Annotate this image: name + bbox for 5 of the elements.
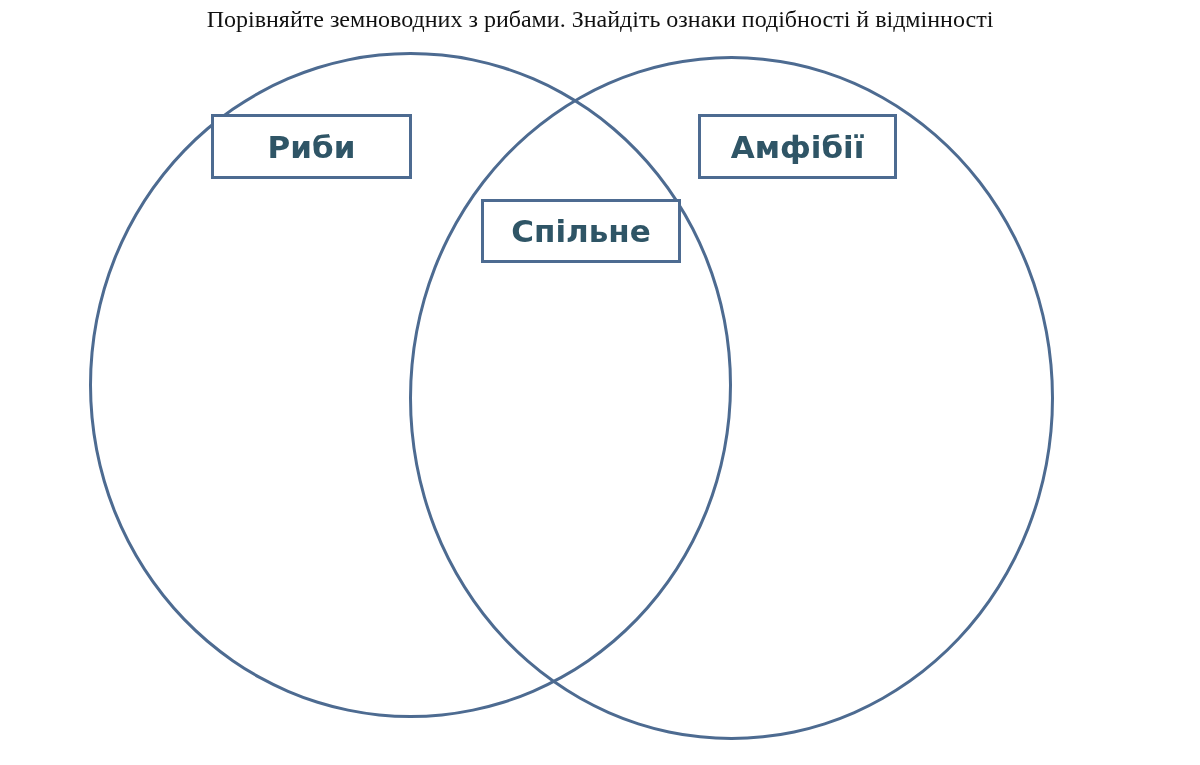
- heading: Спільне: [511, 213, 651, 249]
- heading: Риби: [267, 128, 356, 165]
- title: Порівняйте земноводних з рибами. Знайдіть ознаки подібності й відмінності: [205, 6, 995, 33]
- heading: Амфібії: [730, 128, 865, 165]
- label-box: [481, 199, 681, 263]
